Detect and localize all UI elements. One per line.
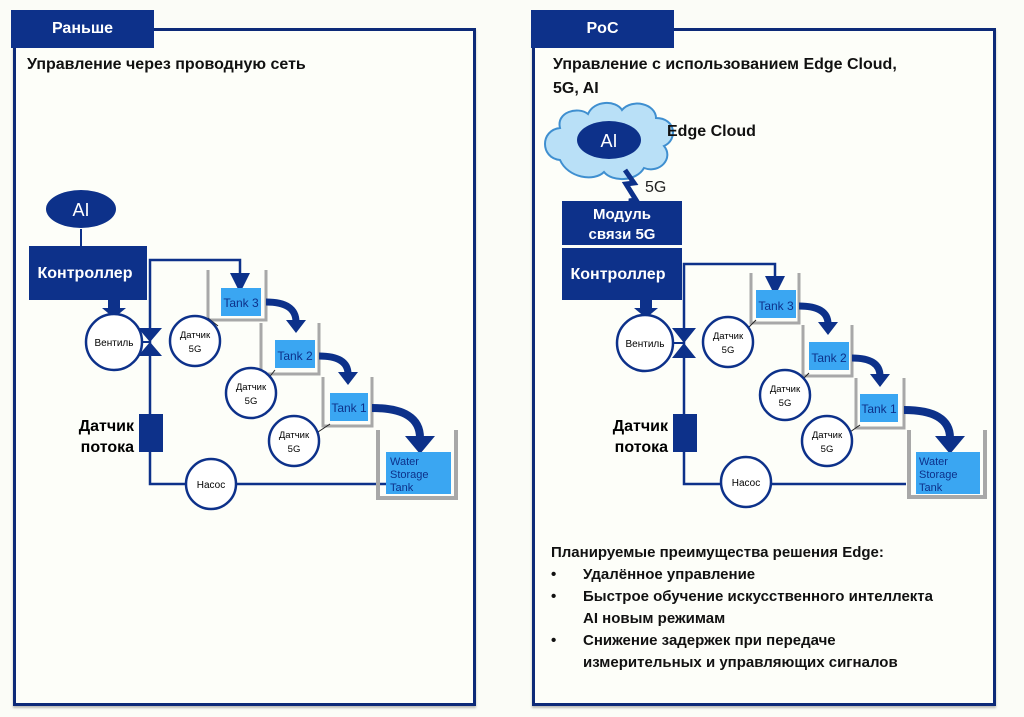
benefit-text: Удалённое управление: [583, 566, 756, 583]
flow-arrow-1-storage: [371, 404, 424, 439]
before-panel: [13, 28, 476, 706]
pump-label: Насос: [732, 478, 760, 489]
benefit-item: • Снижение задержек при передаче измерит…: [551, 630, 991, 674]
sensor-label-1: Датчик: [812, 430, 843, 441]
benefit-text: Снижение задержек при передаче: [583, 632, 836, 649]
controller-label: Контроллер: [571, 266, 666, 283]
sensor-label-1: Датчик: [770, 384, 801, 395]
pump-node: Насос: [184, 457, 238, 511]
tank-2: Tank 2: [801, 325, 854, 378]
storage-label-2: Storage: [390, 469, 429, 481]
sensor-label-2: 5G: [779, 398, 792, 409]
controller-label: Контроллер: [38, 265, 133, 282]
tank-3: Tank 3: [206, 270, 268, 322]
bullet-icon: •: [551, 566, 557, 583]
flow-sensor-label-1: Датчик: [613, 418, 669, 435]
flow-sensor-label-1: Датчик: [79, 418, 135, 435]
benefit-item: • Быстрое обучение искусственного интелл…: [551, 586, 991, 630]
flow-arrow-3-2: [798, 302, 832, 325]
sensor-label-2: 5G: [189, 344, 202, 355]
valve-node: Вентиль: [615, 313, 675, 373]
pump-label: Насос: [197, 480, 225, 491]
storage-label-1: Water: [919, 456, 948, 468]
sensor-tank-3: Датчик 5G: [168, 314, 222, 368]
benefits-section: Планируемые преимущества решения Edge: •…: [551, 542, 991, 674]
module-label-2: связи 5G: [589, 226, 656, 243]
flow-arrow-1-storage: [903, 406, 954, 439]
sensor-tank-1: Датчик 5G: [800, 414, 861, 468]
benefit-item: • Удалённое управление: [551, 564, 991, 586]
valve-label: Вентиль: [626, 339, 665, 350]
benefit-text-cont: измерительных и управляющих сигналов: [583, 654, 898, 671]
controller-valve-arrow: [102, 300, 126, 318]
sensor-label-1: Датчик: [236, 382, 267, 393]
sensor-label-1: Датчик: [713, 331, 744, 342]
tank-1: Tank 1: [854, 378, 906, 430]
storage-label-2: Storage: [919, 469, 958, 481]
sensor-label-2: 5G: [245, 396, 258, 407]
controller-box: Контроллер: [29, 246, 147, 300]
flow-sensor-label-2: потока: [81, 439, 134, 456]
storage-label-3: Tank: [919, 482, 943, 494]
flow-sensor: Датчик потока: [613, 414, 697, 456]
water-storage-tank: Water Storage Tank: [907, 430, 987, 499]
controller-box: Контроллер: [562, 248, 682, 300]
sensor-tank-1: Датчик 5G: [267, 414, 331, 468]
module-label-1: Модуль: [593, 206, 651, 223]
bullet-icon: •: [551, 632, 557, 649]
tank-2-label: Tank 2: [811, 351, 847, 365]
sensor-tank-2: Датчик 5G: [224, 366, 278, 420]
poc-tab-label: PoC: [586, 20, 619, 37]
benefits-list: • Удалённое управление • Быстрое обучени…: [551, 564, 991, 674]
tank-3-label: Tank 3: [223, 296, 259, 310]
sensor-label-1: Датчик: [180, 330, 211, 341]
tank-1-label: Tank 1: [861, 402, 897, 416]
sensor-label-2: 5G: [821, 444, 834, 455]
before-tab: Раньше: [11, 10, 154, 48]
cloud-ai-label: AI: [600, 131, 617, 151]
pipe-line: [148, 258, 250, 300]
flow-arrow-2-1: [318, 352, 352, 375]
poc-heading: Управление с использованием Edge Cloud, …: [553, 53, 973, 101]
sensor-label-2: 5G: [288, 444, 301, 455]
edge-cloud-label: Edge Cloud: [667, 123, 756, 140]
storage-label-1: Water: [390, 456, 419, 468]
benefit-text-cont: AI новым режимам: [583, 610, 726, 627]
flow-arrow-2-1: [851, 354, 884, 377]
tank-3-label: Tank 3: [758, 299, 794, 313]
ai-node: AI: [46, 190, 116, 246]
sensor-tank-3: Датчик 5G: [701, 315, 757, 369]
tank-1: Tank 1: [321, 377, 374, 428]
tank-1-label: Tank 1: [331, 401, 367, 415]
sensor-tank-2: Датчик 5G: [758, 368, 812, 422]
flow-sensor-label-2: потока: [615, 439, 668, 456]
poc-heading-line-1: Управление с использованием Edge Cloud,: [553, 56, 897, 73]
controller-valve-arrow: [634, 300, 658, 318]
before-diagram: AI Контроллер Вентиль Датчик потока Насо…: [29, 190, 458, 511]
flow-sensor: Датчик потока: [79, 414, 163, 456]
water-storage-tank: Water Storage Tank: [376, 430, 458, 500]
sensor-label-1: Датчик: [279, 430, 310, 441]
tank-3: Tank 3: [749, 273, 801, 325]
before-tab-label: Раньше: [51, 20, 114, 37]
5g-module-box: Модуль связи 5G: [562, 201, 682, 245]
before-heading: Управление через проводную сеть: [27, 56, 306, 73]
pipe-line: [682, 262, 785, 300]
benefit-text: Быстрое обучение искусственного интеллек…: [583, 588, 933, 605]
edge-cloud: AI Edge Cloud: [544, 102, 756, 180]
ai-label: AI: [72, 200, 89, 220]
storage-label-3: Tank: [390, 482, 414, 494]
tank-2-label: Tank 2: [277, 349, 313, 363]
flow-arrow-3-2: [265, 298, 300, 323]
pump-node: Насос: [719, 455, 773, 509]
5g-link-label: 5G: [645, 179, 666, 196]
benefits-title: Планируемые преимущества решения Edge:: [551, 544, 884, 561]
poc-heading-line-2: 5G, AI: [553, 80, 599, 97]
sensor-label-2: 5G: [722, 345, 735, 356]
valve-label: Вентиль: [95, 338, 134, 349]
poc-tab: PoC: [531, 10, 674, 48]
tank-2: Tank 2: [259, 323, 321, 376]
bullet-icon: •: [551, 588, 557, 605]
